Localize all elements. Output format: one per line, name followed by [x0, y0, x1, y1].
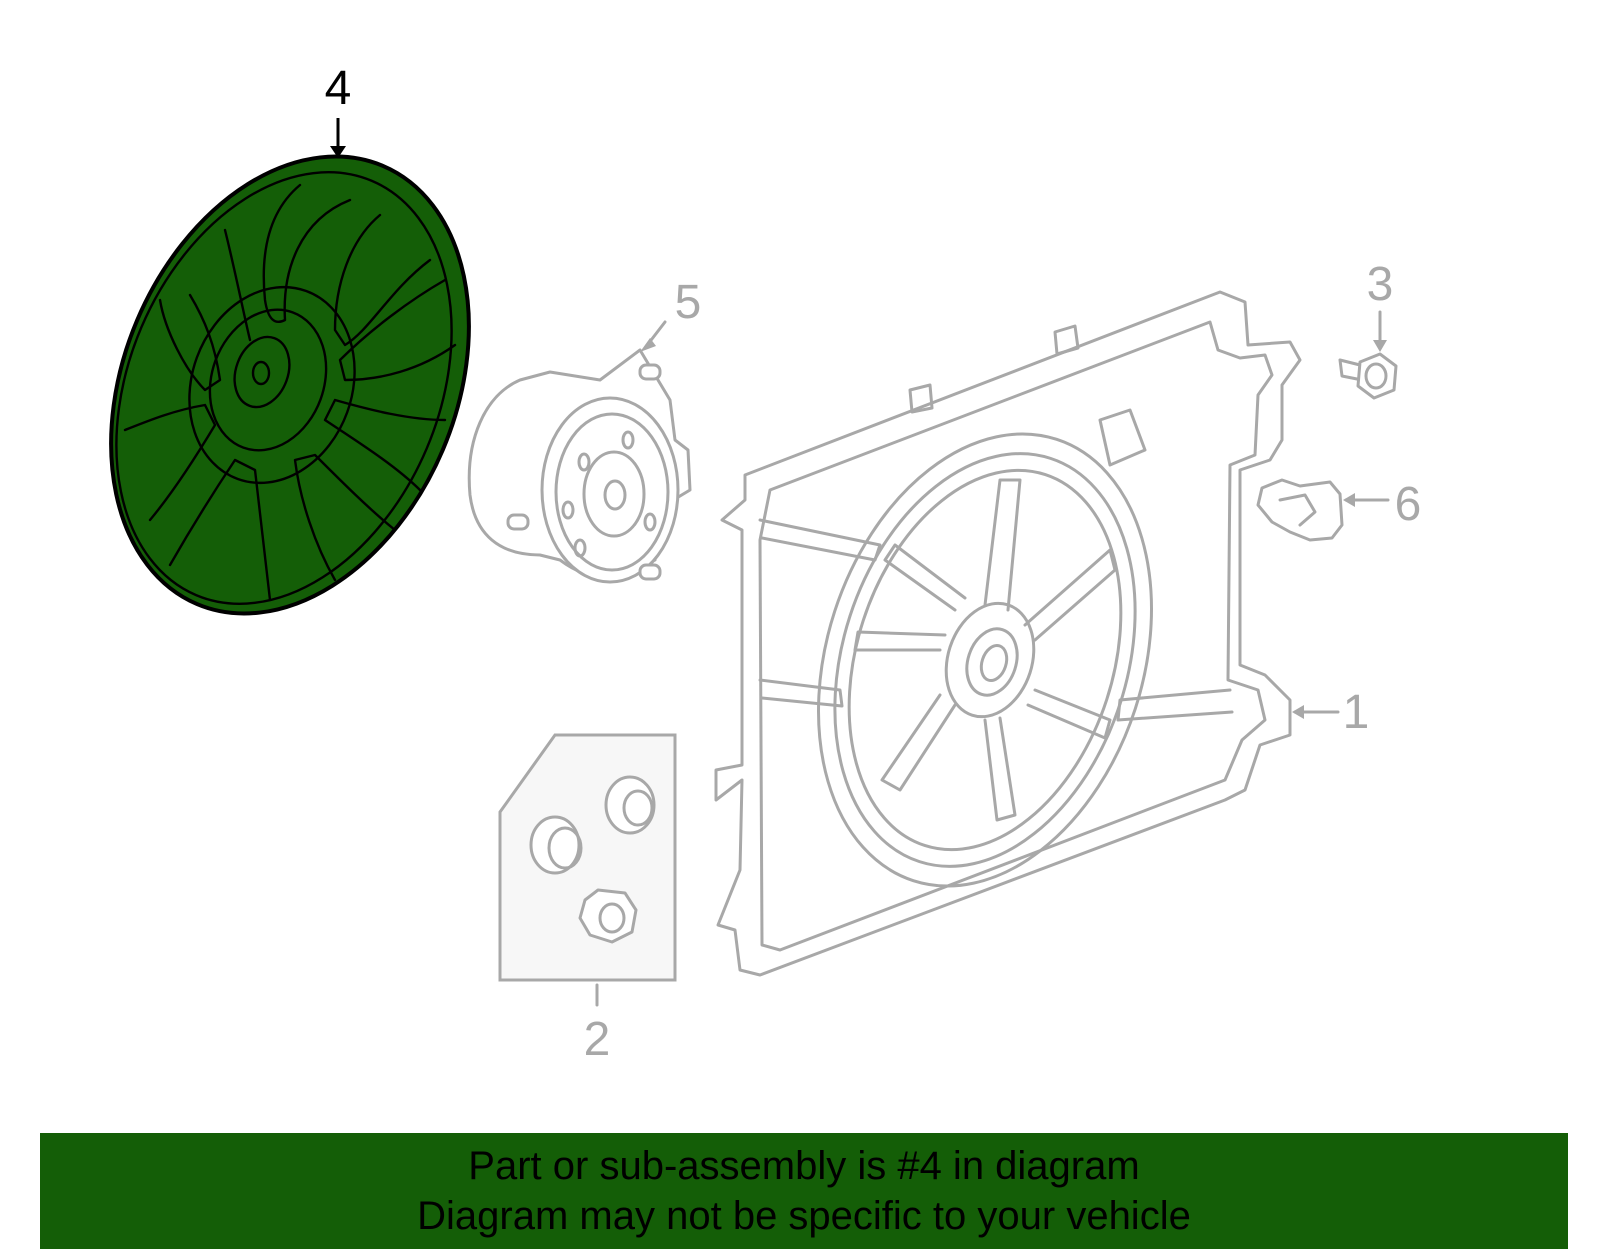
callout-2: 2 — [584, 1013, 611, 1066]
fan-blade-part-4[interactable] — [44, 101, 536, 669]
callout-5: 5 — [675, 276, 702, 329]
callout-6: 6 — [1395, 478, 1422, 531]
banner-line-2: Diagram may not be specific to your vehi… — [417, 1194, 1191, 1238]
callout-3: 3 — [1367, 258, 1394, 311]
callout-1: 1 — [1343, 686, 1370, 739]
hardware-kit-part-2[interactable] — [498, 733, 677, 1007]
info-banner: Part or sub-assembly is #4 in diagram Di… — [40, 1133, 1568, 1249]
callout-4: 4 — [325, 62, 352, 115]
fan-shroud-part-1[interactable] — [714, 290, 1340, 977]
bolt-part-3[interactable] — [1338, 310, 1398, 400]
banner-line-1: Part or sub-assembly is #4 in diagram — [468, 1144, 1140, 1188]
parts-diagram: 4 5 — [44, 62, 1422, 1066]
fan-motor-part-5[interactable] — [467, 320, 692, 584]
connector-part-6[interactable] — [1256, 478, 1390, 542]
